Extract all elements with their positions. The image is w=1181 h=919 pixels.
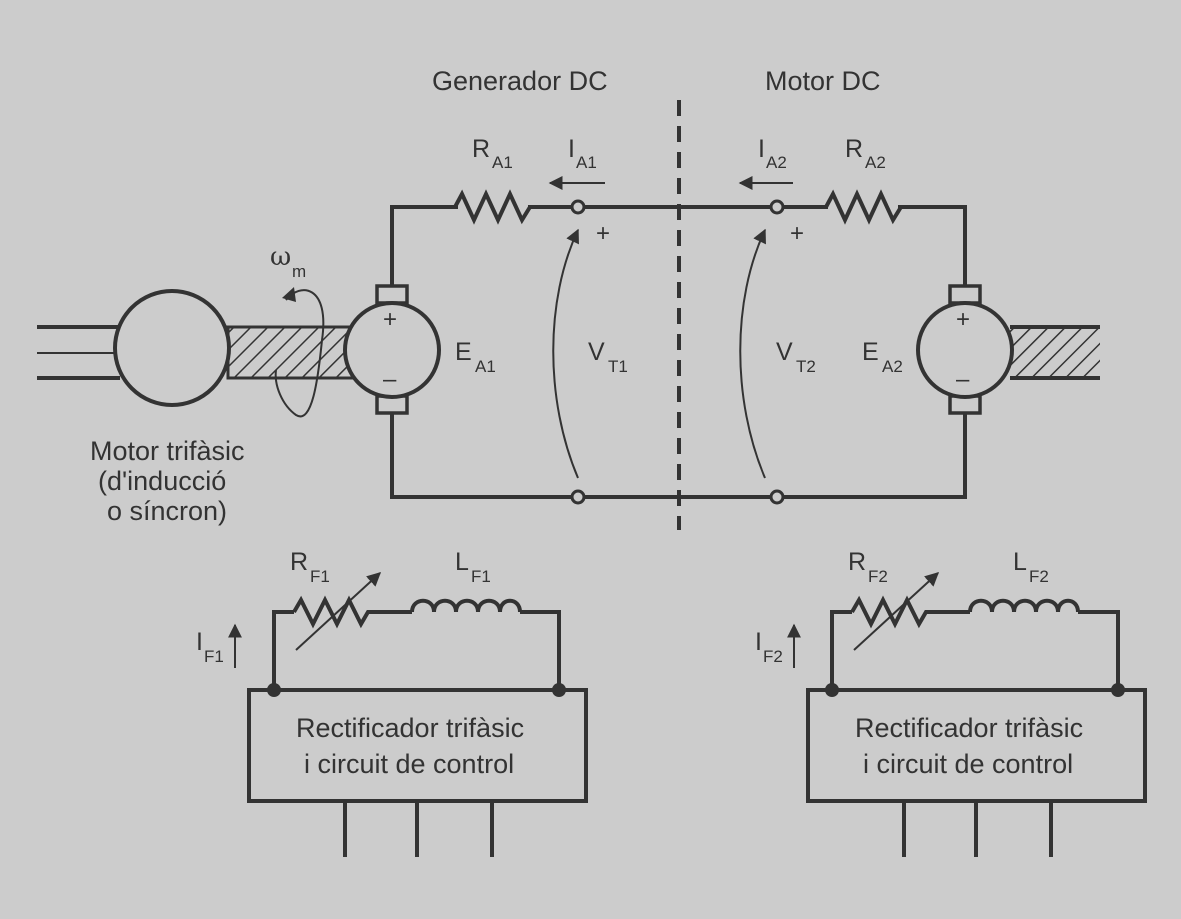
terminals — [570, 199, 785, 505]
rect1-line2: i circuit de control — [304, 749, 514, 779]
ra1-subscript: A1 — [492, 153, 513, 172]
lf1-label: L — [455, 548, 469, 576]
vt1-subscript: T1 — [608, 357, 628, 376]
motor-trifasic-line2: (d'inducció — [98, 466, 226, 496]
resistor-ra1 — [453, 189, 532, 225]
omega-symbol: ω — [270, 242, 291, 272]
motor-machine — [916, 284, 1100, 415]
vt1-arrow-icon — [552, 228, 579, 479]
three-phase-motor — [113, 289, 231, 407]
ia2-subscript: A2 — [766, 153, 787, 172]
if1-subscript: F1 — [204, 647, 224, 666]
rect2-line2: i circuit de control — [863, 749, 1073, 779]
field-circuit-2 — [787, 572, 1147, 857]
ia1-label: I — [568, 135, 575, 163]
omega-subscript: m — [292, 262, 306, 281]
if2-subscript: F2 — [763, 647, 783, 666]
rf1-label: R — [290, 548, 308, 576]
shaft-left — [226, 325, 355, 380]
lf2-subscript: F2 — [1029, 567, 1049, 586]
ra2-subscript: A2 — [865, 153, 886, 172]
ia2-label: I — [758, 135, 765, 163]
field-circuit-1 — [228, 572, 588, 857]
vt1-plus: + — [596, 220, 610, 247]
generator-title: Generador DC — [432, 66, 608, 96]
motor-title: Motor DC — [765, 66, 881, 96]
vt1-label: V — [588, 338, 605, 366]
generator-minus: – — [383, 366, 397, 393]
motor-trifasic-line3: o síncron) — [107, 496, 227, 526]
lf1-subscript: F1 — [471, 567, 491, 586]
rf2-subscript: F2 — [868, 567, 888, 586]
motor-plus: + — [956, 306, 970, 333]
armature-wires — [390, 205, 967, 499]
ea2-subscript: A2 — [882, 357, 903, 376]
ra1-label: R — [472, 135, 490, 163]
ia1-subscript: A1 — [576, 153, 597, 172]
lf2-label: L — [1013, 548, 1027, 576]
rf1-subscript: F1 — [310, 567, 330, 586]
ea2-label: E — [862, 338, 879, 366]
vt2-arrow-icon — [739, 228, 766, 479]
if2-label: I — [755, 628, 762, 656]
vt2-plus: + — [790, 220, 804, 247]
ea1-subscript: A1 — [475, 357, 496, 376]
motor-trifasic-line1: Motor trifàsic — [90, 436, 245, 466]
resistor-ra2 — [824, 189, 903, 225]
if1-label: I — [196, 628, 203, 656]
rf2-label: R — [848, 548, 866, 576]
vt2-subscript: T2 — [796, 357, 816, 376]
ea1-label: E — [455, 338, 472, 366]
ra2-label: R — [845, 135, 863, 163]
vt2-label: V — [776, 338, 793, 366]
input-shaft-lines — [37, 325, 120, 380]
rect2-line1: Rectificador trifàsic — [855, 713, 1083, 743]
rect1-line1: Rectificador trifàsic — [296, 713, 524, 743]
motor-minus: – — [956, 366, 970, 393]
rotation-arrow-icon — [274, 287, 325, 418]
generator-plus: + — [383, 306, 397, 333]
generator-machine — [343, 284, 441, 415]
